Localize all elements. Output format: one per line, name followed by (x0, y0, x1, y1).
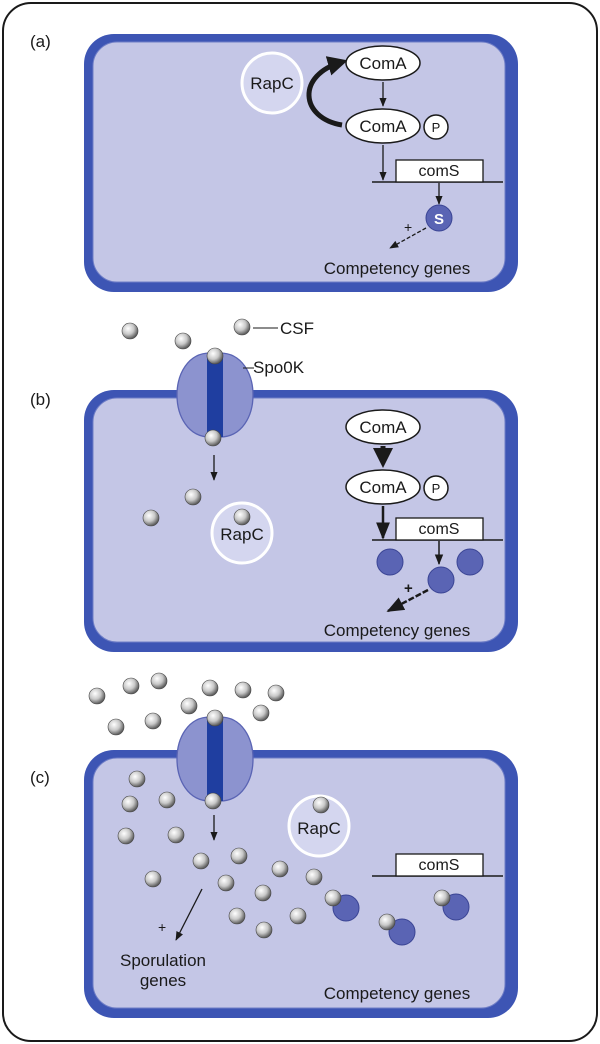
spo0k-channel (176, 352, 254, 438)
coms-gene-label: comS (419, 163, 460, 180)
csf-molecule (174, 332, 192, 350)
panel-b-cell-interior (92, 397, 506, 643)
coma-p-oval (345, 469, 421, 505)
coms-gene-box (395, 517, 484, 541)
rapc-label: RapC (220, 525, 263, 544)
panel-b: (b) CSF Spo0K RapC ComA ComA P (30, 318, 518, 652)
csf-molecule (121, 322, 139, 340)
coma-label: ComA (359, 54, 407, 73)
s-protein-csf-complex (433, 889, 470, 921)
coma-p-oval (345, 108, 421, 144)
s-protein (425, 204, 453, 232)
sporulation-genes-label-2: genes (140, 971, 186, 990)
coms-gene-label: comS (419, 857, 460, 874)
panel-a-label: (a) (30, 32, 51, 51)
sporulation-activation-arrow (175, 888, 203, 941)
intracellular-csf-cluster (117, 770, 323, 939)
csf-molecule (233, 318, 251, 336)
rapc-label: RapC (297, 819, 340, 838)
rapc-circle (210, 501, 274, 565)
csf-molecule (206, 709, 224, 727)
csf-molecule (204, 792, 222, 810)
competency-genes-label: Competency genes (324, 984, 470, 1003)
rapc-label: RapC (250, 74, 293, 93)
panel-c-label: (c) (30, 768, 50, 787)
plus-sign: + (158, 919, 166, 935)
phosphate-label: P (432, 481, 441, 496)
phosphate-circle (423, 114, 449, 140)
coma-oval (345, 45, 421, 81)
competency-genes-label: Competency genes (324, 259, 470, 278)
s-protein-csf-complex (324, 889, 360, 922)
extracellular-csf-cluster (88, 672, 285, 736)
panel-c: (c) (30, 672, 518, 1018)
spo0k-label: Spo0K (253, 358, 305, 377)
s-protein (427, 566, 455, 594)
panel-a: (a) RapC ComA ComA P comS S + Competency… (30, 32, 518, 292)
s-protein (456, 548, 484, 576)
coms-gene-label: comS (419, 521, 460, 538)
competency-genes-label: Competency genes (324, 621, 470, 640)
competency-activation-arrow (389, 227, 427, 249)
phosphate-label: P (432, 120, 441, 135)
phosphate-circle (423, 475, 449, 501)
panel-b-label: (b) (30, 390, 51, 409)
competency-activation-arrow (386, 588, 429, 613)
panel-a-cell-interior (92, 41, 506, 283)
sporulation-genes-label: Sporulation (120, 951, 206, 970)
s-protein-label: S (434, 211, 444, 228)
csf-molecule (142, 509, 160, 527)
coma-p-label: ComA (359, 117, 407, 136)
plus-sign: + (404, 580, 413, 597)
csf-molecule (184, 488, 202, 506)
csf-molecule (204, 429, 222, 447)
csf-molecule-bound (233, 508, 251, 526)
coma-label: ComA (359, 418, 407, 437)
s-protein-csf-complex (378, 913, 416, 946)
coms-gene-box (395, 159, 484, 183)
csf-molecule (206, 347, 224, 365)
rapc-circle (287, 794, 351, 858)
coma-p-label: ComA (359, 478, 407, 497)
coma-oval (345, 409, 421, 445)
coms-gene-box (395, 853, 484, 877)
spo0k-channel (176, 716, 254, 802)
csf-molecule-bound (312, 796, 330, 814)
rapc-curved-arrow (306, 56, 348, 128)
csf-label: CSF (280, 319, 314, 338)
s-protein (376, 548, 404, 576)
plus-sign: + (404, 219, 412, 235)
rapc-circle (240, 51, 304, 115)
